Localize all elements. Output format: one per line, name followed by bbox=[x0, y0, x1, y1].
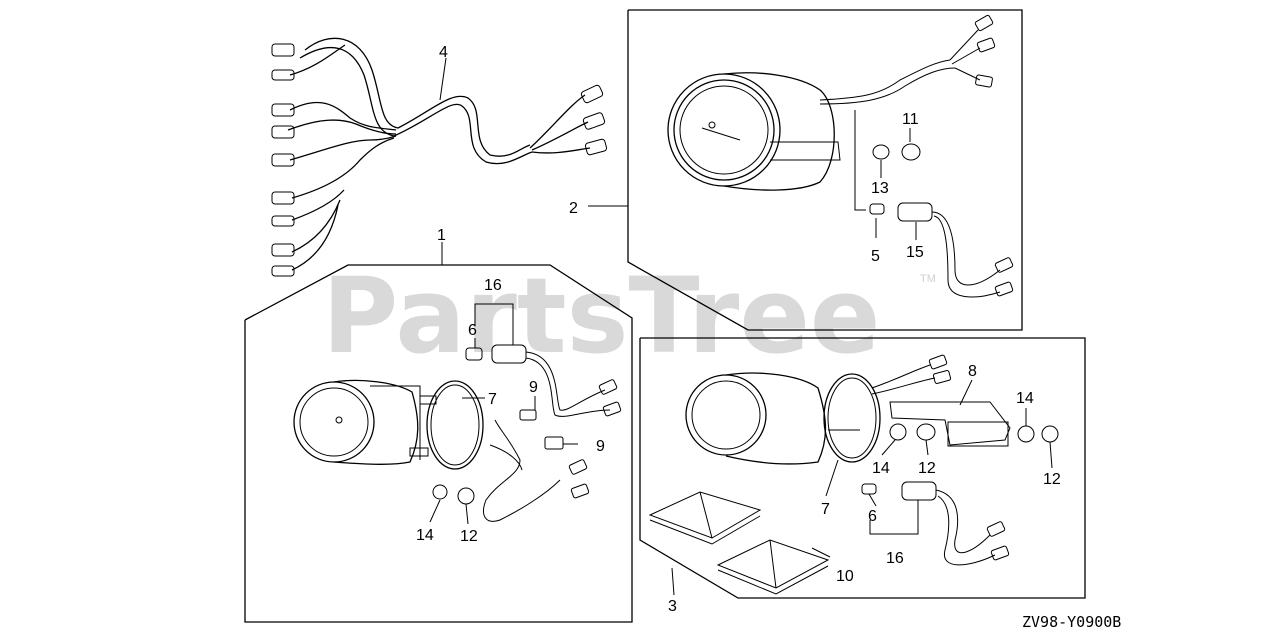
callout-1: 1 bbox=[437, 227, 446, 244]
callout-12-box3-right: 12 bbox=[1043, 471, 1061, 488]
wire-harness-drawing bbox=[271, 37, 608, 277]
callout-6-box1: 6 bbox=[468, 322, 477, 339]
callout-13: 13 bbox=[871, 180, 889, 197]
callout-6-box3: 6 bbox=[868, 508, 877, 525]
callout-7-box3: 7 bbox=[821, 501, 830, 518]
callout-12-box3-left: 12 bbox=[918, 460, 936, 477]
callout-7-box1: 7 bbox=[488, 391, 497, 408]
callout-14-box3-left: 14 bbox=[872, 460, 890, 477]
callout-5: 5 bbox=[871, 248, 880, 265]
callout-9-lower: 9 bbox=[596, 438, 605, 455]
leader-lines bbox=[429, 57, 1053, 596]
callout-16-box3: 16 bbox=[886, 550, 904, 567]
watermark-trademark: TM bbox=[920, 273, 936, 285]
callout-4: 4 bbox=[439, 44, 448, 61]
callout-14-box3-right: 14 bbox=[1016, 390, 1034, 407]
gauge-3-drawing bbox=[648, 354, 1059, 595]
callout-15: 15 bbox=[906, 244, 924, 261]
drawing-code: ZV98-Y0900B bbox=[1022, 613, 1121, 631]
box-3-outline bbox=[639, 337, 1086, 599]
box-1-outline bbox=[244, 264, 633, 623]
gauge-2-drawing bbox=[667, 14, 1014, 298]
callout-3: 3 bbox=[668, 598, 677, 615]
gauge-1-drawing bbox=[293, 344, 622, 522]
callout-12-box1: 12 bbox=[460, 528, 478, 545]
callout-16-box1: 16 bbox=[484, 277, 502, 294]
watermark: PartsTree bbox=[322, 255, 880, 377]
callout-11: 11 bbox=[902, 111, 919, 128]
box-2-outline bbox=[627, 9, 1023, 331]
callout-9-upper: 9 bbox=[529, 379, 538, 396]
callout-10: 10 bbox=[836, 568, 854, 585]
callouts: 4 11 13 2 5 15 1 16 6 7 9 9 14 12 8 14 1… bbox=[416, 44, 1061, 615]
callout-8: 8 bbox=[968, 363, 977, 380]
callout-2: 2 bbox=[569, 200, 578, 217]
callout-14-box1: 14 bbox=[416, 527, 434, 544]
